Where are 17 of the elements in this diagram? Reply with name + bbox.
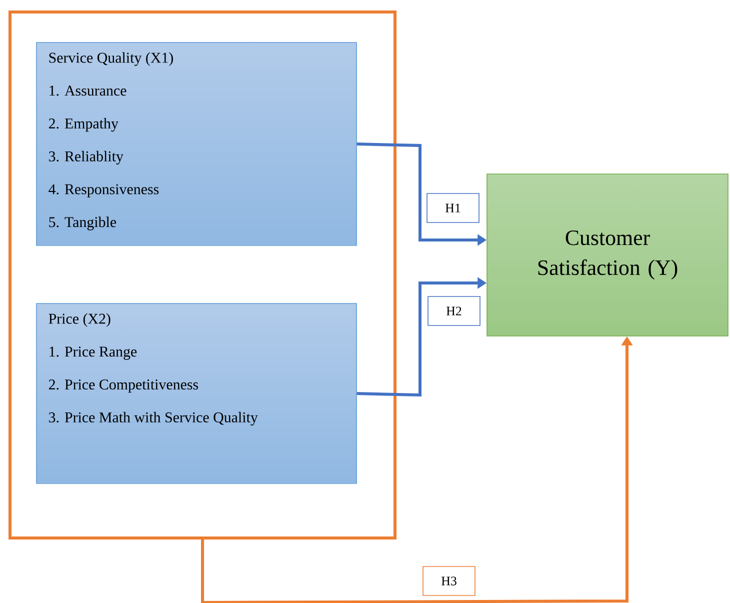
edge-label: H1 bbox=[426, 193, 480, 223]
list-line: 4. Responsiveness bbox=[48, 184, 159, 198]
outcome-box: Customer Satisfaction (Y) bbox=[486, 174, 728, 336]
list-line: 3. Price Math with Service Quality bbox=[49, 412, 258, 426]
frame-box bbox=[8, 10, 396, 540]
variable-box bbox=[36, 303, 357, 484]
list-line: 3. Reliablity bbox=[49, 150, 124, 164]
variable-box bbox=[36, 42, 357, 246]
list-line: 2. Empathy bbox=[48, 118, 118, 132]
list-line: 1. Assurance bbox=[50, 86, 126, 96]
edge-label: H3 bbox=[422, 566, 476, 596]
list-line: 1. Price Range bbox=[50, 346, 137, 360]
list-line: Price (X2) bbox=[48, 313, 110, 327]
list-line: Service Quality (X1) bbox=[49, 52, 173, 66]
edge-label: H2 bbox=[428, 296, 480, 326]
list-line: 5. Tangible bbox=[49, 216, 116, 230]
list-line: 2. Price Competitiveness bbox=[48, 380, 198, 393]
